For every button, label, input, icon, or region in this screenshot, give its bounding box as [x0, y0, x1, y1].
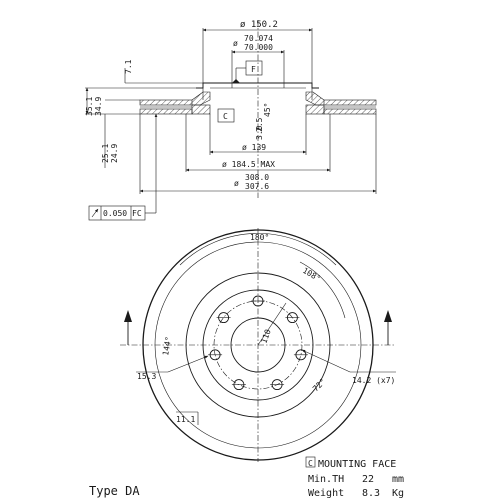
callout-14-2-leader	[301, 349, 351, 373]
dim-outer-hat: ø 150.2	[240, 20, 278, 30]
datum-c-label: C	[223, 112, 228, 121]
type-label: Type DA	[89, 484, 140, 498]
dim-110: 110	[259, 328, 272, 345]
hat-flange-right	[305, 104, 325, 115]
friction-ring-left-bottom	[139, 108, 193, 115]
section-arrow-left-icon	[124, 310, 132, 322]
dim-height-25-1: 25.1	[101, 144, 110, 163]
hat-top-outline	[196, 82, 319, 89]
min-th-unit: mm	[392, 474, 404, 485]
dim-friction-max: ø 184.5 MAX	[222, 160, 275, 169]
runout-arrow-icon	[91, 208, 99, 218]
dim-height-35-1: 35.1	[85, 97, 94, 116]
disc-friction-inner	[185, 272, 331, 418]
weight-label: Weight	[308, 488, 344, 499]
dim-bore-lower: 70.000	[244, 43, 273, 52]
legend: C MOUNTING FACE Min.TH 22 mm Weight 8.3 …	[305, 456, 404, 499]
datum-c-frame	[217, 108, 235, 123]
datum-f-label: F	[251, 65, 256, 74]
dim-disc-lower: 307.6	[245, 182, 269, 191]
runout-frame: 0.050 FC	[88, 113, 158, 221]
hat-outer-circle	[202, 289, 314, 401]
bolt-holes	[208, 295, 308, 391]
runout-value: 0.050	[103, 209, 127, 218]
section-arrow-right-icon	[384, 310, 392, 322]
dim-height-24-9: 24.9	[110, 144, 119, 163]
dim-11-1: 11.1	[176, 415, 195, 424]
dim-height-34-9: 34.9	[94, 97, 103, 116]
friction-ring-right-top	[323, 99, 377, 106]
centre-bore-circle	[230, 317, 286, 373]
dim-disc-upper: 308.0	[245, 173, 269, 182]
datum-f-triangle	[232, 79, 240, 83]
callout-15-3-leader	[167, 355, 209, 373]
angle-180: 180°	[250, 233, 269, 242]
friction-ring-left-top	[139, 99, 193, 106]
angle-arc-180	[179, 233, 337, 266]
hole-15-3: 15.3	[137, 372, 156, 381]
dim-disc-symbol: ø	[234, 179, 239, 188]
hole-14-2: 14.2 (x7)	[352, 376, 395, 385]
dim-chamfer-2-5: 2.5	[255, 117, 264, 132]
dim-chamfer-3-0: 3.0	[255, 125, 264, 140]
angle-108: 108°	[301, 266, 322, 283]
front-view: 180° 108° 144° 72° 110 15.3 14.2 (x7) 11…	[120, 228, 396, 462]
dim-bore-upper: 70.074	[244, 34, 273, 43]
section-view: ø 150.2 ø 70.074 70.000 F 7.1 35.1 34.9 …	[85, 20, 377, 221]
hat-neck-left	[191, 91, 211, 106]
min-th-label: Min.TH	[308, 474, 344, 485]
dim-chamfer-angle: 45°	[263, 103, 272, 117]
disc-outer-circle	[142, 229, 374, 461]
weight-value: 8.3	[362, 488, 380, 499]
weight-unit: Kg	[392, 488, 404, 499]
dim-110-leader	[257, 302, 287, 346]
friction-ring-right-bottom	[323, 108, 377, 115]
angle-arc-108	[299, 261, 346, 319]
disc-friction-outer	[154, 241, 362, 449]
hat-neck-right	[305, 91, 325, 106]
dim-pcd: ø 139	[242, 143, 266, 152]
dim-height-7-1: 7.1	[124, 59, 133, 74]
angle-144: 144°	[161, 336, 173, 357]
mounting-face-symbol: C	[308, 459, 313, 468]
dim-bore-symbol: ø	[233, 39, 238, 48]
min-th-value: 22	[362, 474, 374, 485]
mounting-face-symbol-frame	[305, 456, 316, 468]
mounting-face-text: MOUNTING FACE	[318, 459, 396, 470]
angle-72: 72°	[311, 377, 328, 394]
runout-datum: FC	[132, 209, 142, 218]
hat-flange-left	[191, 104, 211, 115]
